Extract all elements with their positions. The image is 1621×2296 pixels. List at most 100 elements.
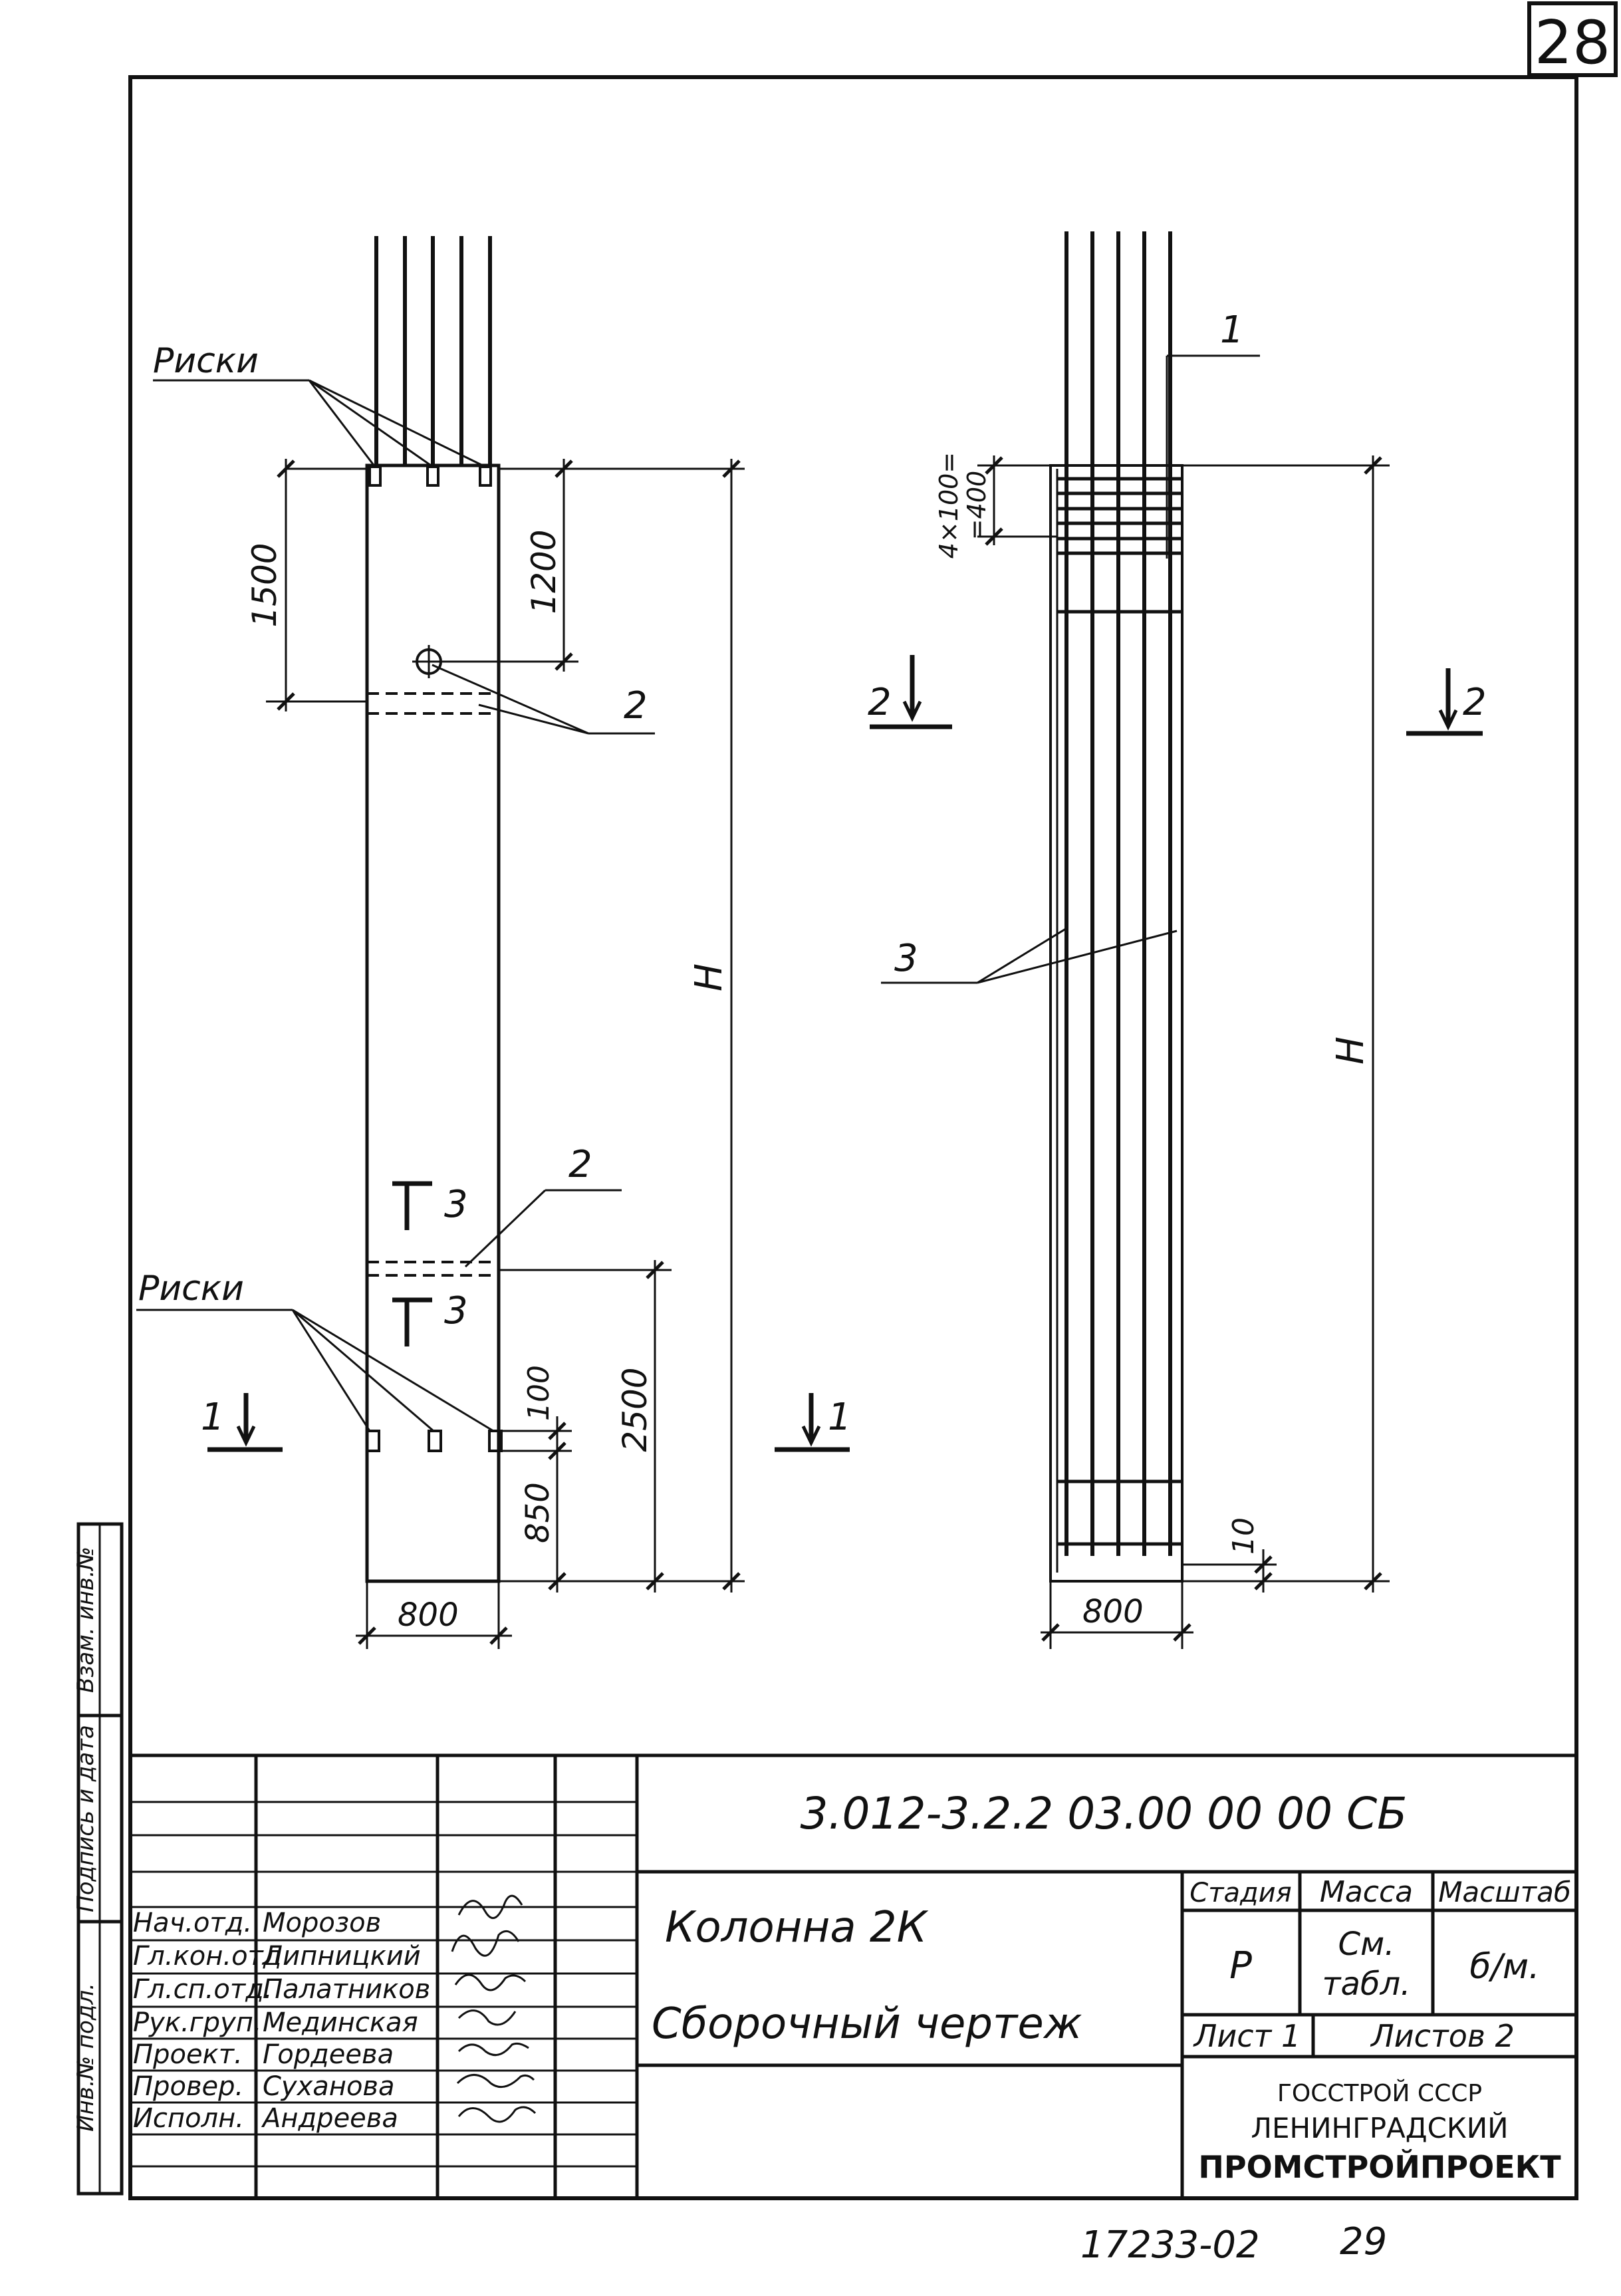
mass-value-2: табл. bbox=[1322, 1966, 1411, 2003]
staff-name-4: Мединская bbox=[263, 2007, 418, 2038]
staff-role-7: Исполн. bbox=[133, 2103, 244, 2134]
signatures bbox=[451, 1894, 537, 2123]
staff-role-3: Гл.сп.отд. bbox=[133, 1974, 273, 2005]
top-stirrups bbox=[1057, 477, 1182, 614]
top-mark-1 bbox=[368, 465, 382, 487]
section-1-left-label: 1 bbox=[201, 1396, 225, 1439]
bottom-mark-1 bbox=[366, 1430, 380, 1452]
dim-100-850 bbox=[499, 1416, 572, 1593]
right-column-body bbox=[1049, 464, 1184, 1583]
callout-2-bottom: 2 bbox=[568, 1143, 592, 1186]
section-3-bottom-label: 3 bbox=[444, 1289, 468, 1333]
staff-role-2: Гл.кон.отд bbox=[133, 1941, 282, 1972]
right-rebars bbox=[1064, 231, 1172, 1556]
staff-name-5: Гордеева bbox=[263, 2039, 394, 2070]
sheet-label: Лист 1 bbox=[1193, 2018, 1301, 2054]
dim-stirrups-label-b: =400 bbox=[962, 471, 991, 540]
header-mass: Масса bbox=[1320, 1875, 1413, 1909]
dim-stirrups bbox=[977, 455, 1057, 546]
left-column-body bbox=[365, 463, 501, 1583]
dim-2500-label: 2500 bbox=[616, 1367, 654, 1452]
scale-value: б/м. bbox=[1469, 1947, 1539, 1987]
bottom-mark-2 bbox=[428, 1430, 442, 1452]
dim-h-left-label: H bbox=[687, 963, 731, 991]
staff-name-1: Морозов bbox=[263, 1908, 381, 1938]
leader-marks-bottom bbox=[136, 1309, 494, 1432]
dim-800-left-label: 800 bbox=[398, 1596, 459, 1634]
staff-name-2: Липницкий bbox=[261, 1941, 421, 1972]
page-number: 29 bbox=[1340, 2220, 1387, 2263]
top-mark-2 bbox=[426, 465, 439, 487]
section-3-top-mark bbox=[392, 1181, 432, 1230]
mass-value-1: См. bbox=[1338, 1926, 1395, 1963]
staff-role-4: Рук.груп. bbox=[133, 2007, 262, 2038]
section-3-top-label: 3 bbox=[444, 1183, 468, 1226]
leader-callout-2-top bbox=[432, 664, 655, 735]
document-code: 3.012-3.2.2 03.00 00 00 СБ bbox=[801, 1788, 1408, 1839]
dim-h-right-label: H bbox=[1329, 1037, 1372, 1065]
side-stamp-cell-2: Подпись и дата bbox=[72, 1725, 99, 1912]
callout-1: 1 bbox=[1220, 309, 1244, 352]
dim-stirrups-label-a: 4×100= bbox=[934, 452, 963, 559]
staff-role-5: Проект. bbox=[133, 2039, 243, 2070]
section-3-bottom-mark bbox=[392, 1297, 432, 1346]
embedded-part-top bbox=[367, 692, 499, 715]
dim-1500-label: 1500 bbox=[245, 543, 284, 627]
side-stamp-cell-3: Инв.№ подл. bbox=[72, 1983, 99, 2132]
section-1-right-label: 1 bbox=[828, 1396, 852, 1439]
dim-10-label: 10 bbox=[1227, 1517, 1261, 1555]
dim-1500 bbox=[266, 459, 367, 711]
section-2-right-mark bbox=[1406, 668, 1483, 736]
dim-h-right bbox=[1182, 455, 1390, 1593]
dim-10 bbox=[1182, 1549, 1277, 1593]
section-2-left-mark bbox=[870, 655, 952, 729]
dim-800-left bbox=[356, 1581, 512, 1649]
callout-3: 3 bbox=[894, 937, 918, 980]
dim-850-label: 850 bbox=[519, 1482, 557, 1543]
callout-2-top: 2 bbox=[624, 684, 648, 727]
title-line-1: Колонна 2К bbox=[665, 1903, 929, 1952]
sheet-number-box: 28 bbox=[1527, 1, 1618, 78]
side-stamp bbox=[76, 1522, 124, 2196]
leader-callout-1 bbox=[1166, 354, 1260, 559]
label-marks-bottom: Риски bbox=[138, 1269, 244, 1309]
title-block bbox=[130, 1753, 1576, 2198]
org-line-3: ПРОМСТРОЙПРОЕКТ bbox=[1198, 2149, 1561, 2185]
sheets-label: Листов 2 bbox=[1370, 2018, 1515, 2054]
dim-800-right-label: 800 bbox=[1082, 1593, 1144, 1630]
bottom-mark-3 bbox=[488, 1430, 503, 1452]
dim-h-left bbox=[499, 459, 745, 1593]
stage-value: Р bbox=[1229, 1944, 1252, 1987]
order-number: 17233-02 bbox=[1080, 2224, 1260, 2267]
dim-1200-label: 1200 bbox=[525, 529, 563, 614]
dim-100-label: 100 bbox=[522, 1365, 556, 1421]
staff-name-6: Суханова bbox=[263, 2071, 395, 2102]
right-view bbox=[870, 231, 1483, 1649]
sheet-number: 28 bbox=[1535, 8, 1611, 78]
header-stage: Стадия bbox=[1189, 1878, 1291, 1908]
side-stamp-cell-1: Взам. инв.№ bbox=[72, 1547, 99, 1693]
staff-name-7: Андреева bbox=[261, 2103, 398, 2134]
dim-2500 bbox=[499, 1260, 672, 1593]
section-1-right-mark bbox=[775, 1393, 850, 1452]
left-rebars bbox=[374, 236, 492, 465]
embedded-part-bottom bbox=[367, 1261, 499, 1277]
staff-name-3: Палатников bbox=[263, 1974, 430, 2005]
leader-callout-3 bbox=[881, 926, 1178, 984]
bottom-stirrups bbox=[1057, 1479, 1182, 1546]
title-line-2: Сборочный чертеж bbox=[652, 1999, 1082, 2049]
org-line-2: ЛЕНИНГРАДСКИЙ bbox=[1251, 2111, 1508, 2144]
section-2-right-label: 2 bbox=[1463, 681, 1487, 724]
section-1-left-mark bbox=[207, 1393, 283, 1452]
drawing-frame bbox=[128, 75, 1578, 2200]
leader-marks-top bbox=[153, 379, 486, 468]
top-mark-3 bbox=[479, 465, 492, 487]
left-view bbox=[136, 236, 850, 1649]
label-marks-top: Риски bbox=[153, 341, 259, 381]
section-2-left-label: 2 bbox=[868, 681, 892, 724]
staff-role-6: Провер. bbox=[133, 2071, 243, 2102]
leader-callout-2-bottom bbox=[464, 1189, 622, 1268]
header-scale: Масштаб bbox=[1438, 1876, 1571, 1908]
staff-role-1: Нач.отд. bbox=[133, 1908, 252, 1938]
